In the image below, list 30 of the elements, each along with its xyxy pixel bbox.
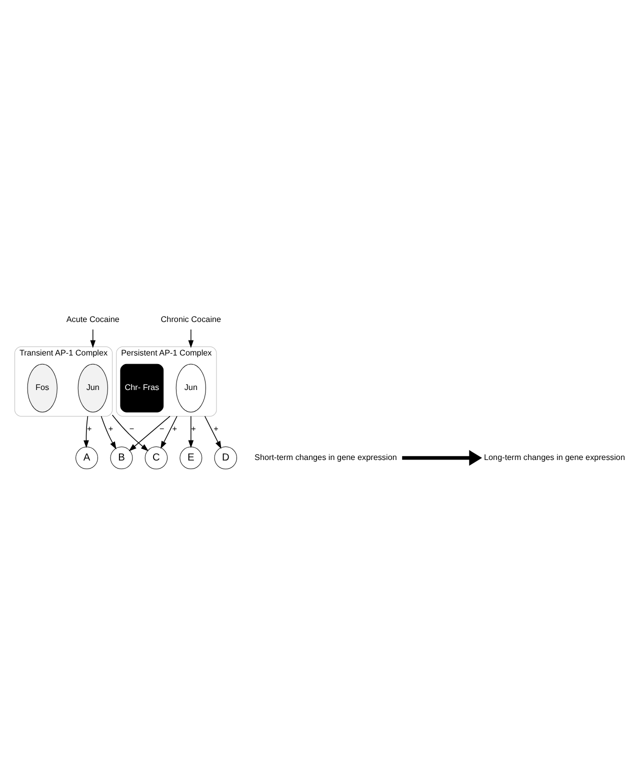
edge-label: + (86, 424, 92, 433)
node-ellipse: Fos (27, 363, 58, 412)
node-text: Long-term changes in gene expression (484, 452, 625, 462)
node-circle: E (180, 446, 202, 469)
node-circle: D (214, 446, 238, 469)
node-circle: C (144, 446, 168, 469)
edge-label: + (214, 424, 218, 433)
edge-label: − (129, 424, 134, 433)
node-text: Short-term changes in gene expression (254, 452, 397, 462)
arrow (84, 415, 89, 448)
node-text: Acute Cocaine (66, 314, 120, 324)
node-ellipse: Jun (176, 363, 206, 412)
arrow (128, 415, 170, 451)
arrow (112, 414, 149, 451)
edge-label: + (191, 424, 196, 433)
edge-label: + (172, 424, 177, 433)
node-ellipse: Jun (78, 363, 108, 412)
arrow (90, 328, 96, 348)
arrow (188, 328, 194, 348)
edge-label: + (108, 424, 114, 433)
arrow (402, 450, 482, 466)
node-circle: A (76, 446, 98, 469)
node-box: Chr- Fras (120, 363, 164, 412)
node-text: Chronic Cocaine (160, 314, 222, 324)
edge-label: − (159, 424, 164, 433)
arrow (204, 415, 222, 448)
arrow (160, 415, 178, 448)
arrow (100, 415, 116, 449)
arrow (188, 415, 194, 448)
node-circle: B (110, 446, 133, 469)
